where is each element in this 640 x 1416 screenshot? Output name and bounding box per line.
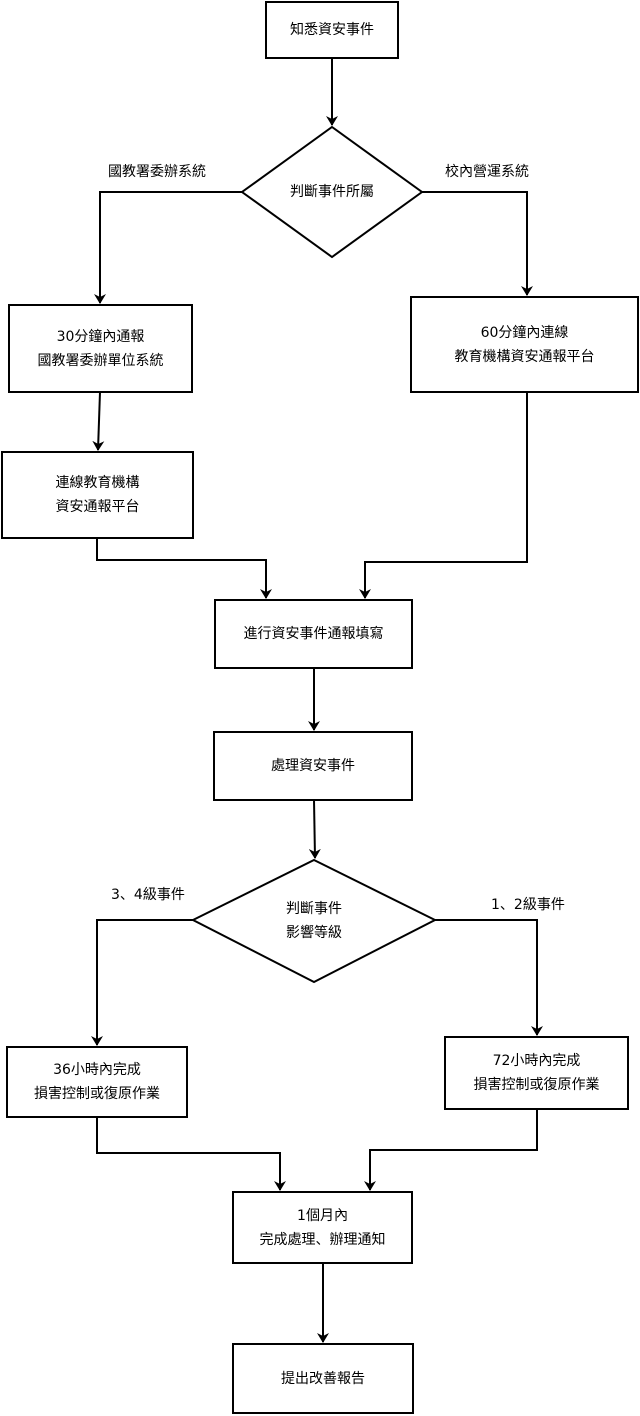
decision-level-diamond [190, 858, 438, 984]
connect-platform-box [1, 451, 194, 539]
edge-label-owner-left: 國教署委辦系統 [108, 164, 206, 180]
recover-36-box [6, 1046, 188, 1118]
edge-label-level-left: 3、4級事件 [111, 887, 185, 903]
start-box [265, 1, 399, 59]
edge-label-level-right: 1、2級事件 [491, 897, 565, 913]
decision-owner-diamond [240, 125, 424, 259]
edge-label-owner-right: 校內營運系統 [445, 164, 529, 180]
arrow-handle-to-decision [308, 799, 321, 859]
arrow-connect-to-fill [96, 538, 272, 599]
arrow-owner-right [422, 191, 533, 296]
arrow-report30-to-connect [92, 391, 105, 451]
report-30-box [8, 304, 193, 393]
fill-report-box [214, 599, 413, 669]
arrow-recover72-to-close [364, 1109, 538, 1191]
arrow-level-left [91, 919, 193, 1046]
arrow-report60-to-fill [359, 392, 528, 599]
handle-event-box [213, 731, 413, 801]
recover-72-box [444, 1036, 629, 1110]
arrow-level-right [435, 919, 543, 1036]
improve-report-box [232, 1343, 414, 1414]
close-month-box [232, 1191, 413, 1264]
arrow-recover36-to-close [96, 1117, 286, 1191]
arrow-owner-left [94, 191, 242, 304]
report-60-box [410, 296, 639, 393]
